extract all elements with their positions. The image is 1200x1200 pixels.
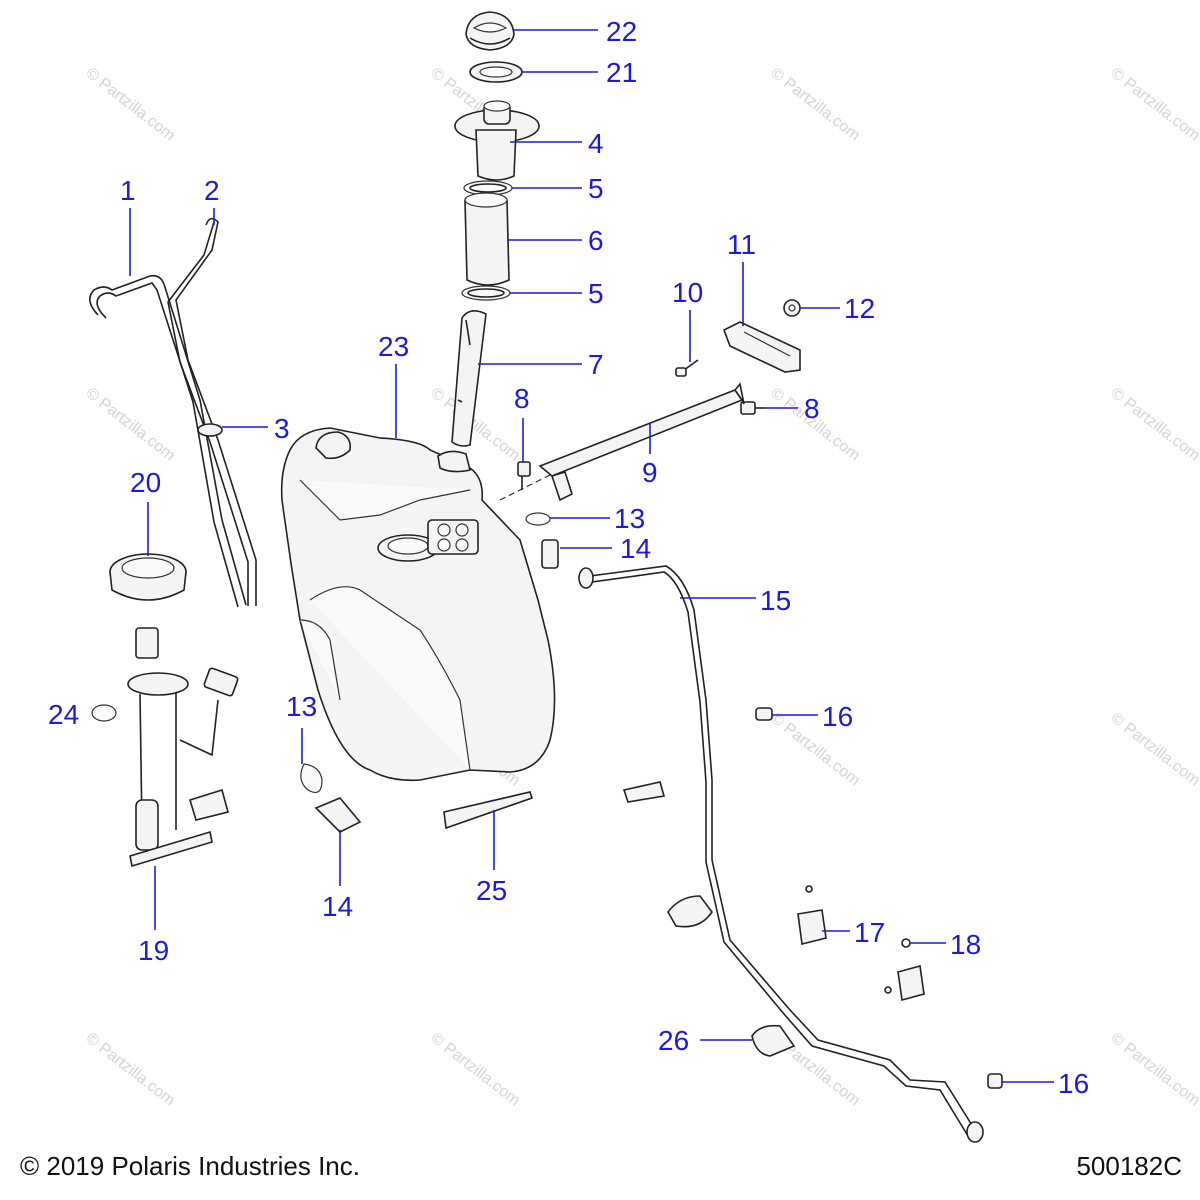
watermark-layer: © Partzilla.com © Partzilla.com © Partzi…	[83, 65, 1200, 1110]
callout-8: 8	[804, 393, 820, 424]
callout-5: 5	[588, 278, 604, 309]
watermark: © Partzilla.com	[83, 385, 178, 465]
callout-17: 17	[854, 917, 885, 948]
callout-20: 20	[130, 467, 161, 498]
callout-16: 16	[822, 701, 853, 732]
watermark: © Partzilla.com	[1108, 1030, 1200, 1110]
leader-lines	[129, 29, 1054, 1083]
fuel-connector-lower[interactable]	[987, 1073, 1003, 1089]
pad-lower[interactable]	[314, 797, 362, 833]
vent-hose-2[interactable]	[167, 217, 257, 606]
long-bolt[interactable]	[675, 359, 699, 377]
fuel-line[interactable]	[578, 565, 984, 1143]
callout-24: 24	[48, 699, 79, 730]
callout-11: 11	[727, 229, 756, 260]
callout-4: 4	[588, 128, 604, 159]
hose-clip[interactable]	[197, 423, 223, 437]
watermark: © Partzilla.com	[83, 1030, 178, 1110]
clip-bracket-lower[interactable]	[884, 964, 925, 1002]
cap-seal-ring[interactable]	[469, 61, 523, 83]
line-clip[interactable]	[622, 781, 666, 803]
filler-tube[interactable]	[451, 310, 487, 447]
fuel-tank[interactable]	[280, 427, 556, 782]
line-clip[interactable]	[667, 895, 713, 928]
callout-1: 1	[120, 175, 136, 206]
callout-7: 7	[588, 349, 604, 380]
pump-o-ring[interactable]	[91, 704, 117, 722]
callout-14: 14	[620, 533, 651, 564]
callout-8: 8	[514, 383, 530, 414]
callout-13: 13	[614, 503, 645, 534]
callout-9: 9	[642, 457, 658, 488]
watermark: © Partzilla.com	[83, 65, 178, 145]
callout-14: 14	[322, 891, 353, 922]
filler-hose[interactable]	[464, 192, 510, 286]
fuel-connector-upper[interactable]	[755, 707, 773, 721]
filler-neck[interactable]	[454, 100, 540, 181]
callout-6: 6	[588, 225, 604, 256]
copyright-notice: © 2019 Polaris Industries Inc.	[20, 1151, 360, 1181]
watermark: © Partzilla.com	[428, 1030, 523, 1110]
fuel-pump-assembly[interactable]	[127, 627, 239, 868]
hose-clamp-lower[interactable]	[461, 285, 511, 301]
callout-25: 25	[476, 875, 507, 906]
clip-upper[interactable]	[541, 539, 559, 569]
callout-15: 15	[760, 585, 791, 616]
pump-lock-ring[interactable]	[109, 553, 187, 601]
callout-labels: 22 21 4 5 6 5 7 1 2 23 10 11 12 8 8 3 9 …	[48, 16, 1089, 1099]
callout-18: 18	[950, 929, 981, 960]
callout-10: 10	[672, 277, 703, 308]
mount-bracket[interactable]	[722, 321, 801, 373]
nut[interactable]	[783, 299, 801, 317]
callout-12: 12	[844, 293, 875, 324]
foam-strip[interactable]	[443, 791, 534, 830]
o-ring-upper[interactable]	[525, 512, 551, 526]
clip-bracket[interactable]	[797, 885, 827, 945]
watermark: © Partzilla.com	[1108, 710, 1200, 790]
watermark: © Partzilla.com	[1108, 65, 1200, 145]
tank-strap-bracket[interactable]	[538, 382, 745, 502]
o-ring-lower[interactable]	[300, 763, 323, 793]
callout-23: 23	[378, 331, 409, 362]
callout-13: 13	[286, 691, 317, 722]
callout-5: 5	[588, 173, 604, 204]
callout-3: 3	[274, 413, 290, 444]
callout-19: 19	[138, 935, 169, 966]
screw[interactable]	[901, 938, 911, 948]
watermark: © Partzilla.com	[1108, 385, 1200, 465]
hose-clamp-upper[interactable]	[463, 180, 513, 196]
callout-26: 26	[658, 1025, 689, 1056]
vent-hose-1[interactable]	[89, 274, 247, 608]
filler-cap[interactable]	[465, 11, 515, 51]
callout-21: 21	[606, 57, 637, 88]
hose-clip-lower[interactable]	[751, 1024, 796, 1057]
diagram-code: 500182C	[1076, 1151, 1182, 1181]
callout-2: 2	[204, 175, 220, 206]
bolt-left[interactable]	[517, 461, 531, 490]
bolt-right[interactable]	[740, 401, 766, 415]
callout-22: 22	[606, 16, 637, 47]
watermark: © Partzilla.com	[768, 65, 863, 145]
callout-16: 16	[1058, 1068, 1089, 1099]
